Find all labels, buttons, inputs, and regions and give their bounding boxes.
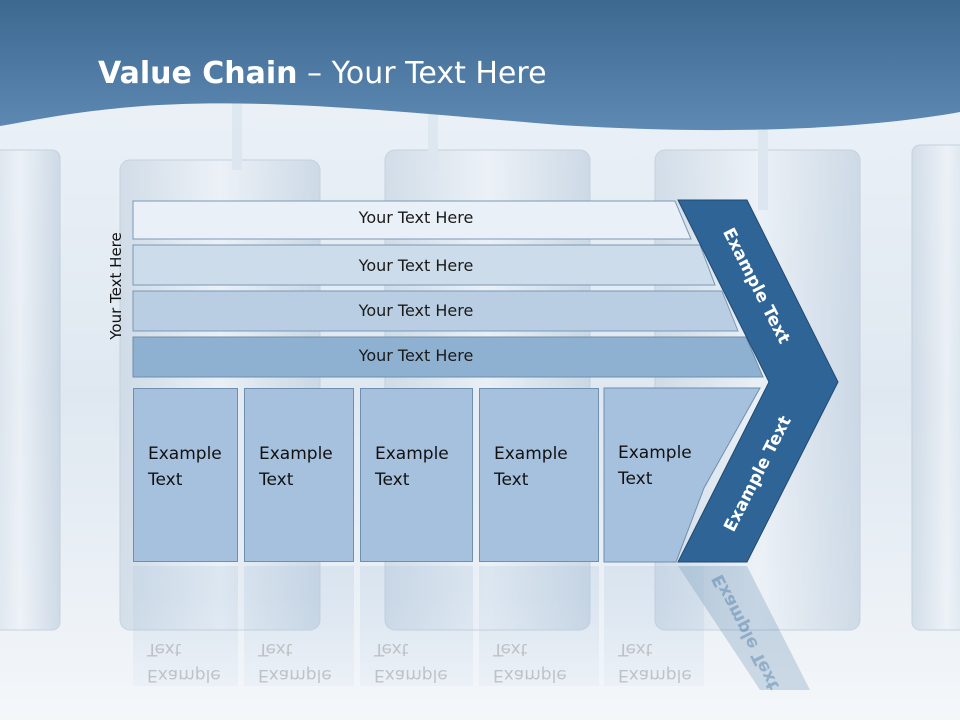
activity-box-label: Example Text — [494, 444, 568, 490]
last-box-shape — [603, 387, 761, 563]
activity-box-3: Example Text — [360, 388, 473, 562]
activity-box-label: Example Text — [148, 444, 222, 490]
activity-box-label: Example Text — [618, 443, 692, 489]
header-band — [0, 0, 960, 131]
box-reflection: Example Text — [133, 566, 238, 686]
activity-box-5: Example Text — [604, 388, 704, 562]
activity-box-4: Example Text — [479, 388, 599, 562]
box-reflection: Example Text — [604, 566, 704, 686]
chevron-reflection — [678, 566, 810, 690]
side-label: Your Text Here — [107, 232, 125, 340]
box-reflection: Example Text — [479, 566, 599, 686]
activity-box-1: Example Text — [133, 388, 238, 562]
box-reflection: Example Text — [360, 566, 473, 686]
bar-shapes — [132, 200, 764, 378]
box-reflection: Example Text — [244, 566, 354, 686]
bar-label-2: Your Text Here — [358, 256, 474, 275]
activity-box-label: Example Text — [375, 444, 449, 490]
bar-label-3: Your Text Here — [358, 301, 474, 320]
activity-box-label: Example Text — [259, 444, 333, 490]
page-title: Value Chain – Your Text Here — [98, 56, 547, 91]
chevron-shape — [677, 199, 839, 563]
bar-label-1: Your Text Here — [358, 208, 474, 227]
bar-label-4: Your Text Here — [358, 346, 474, 365]
activity-box-2: Example Text — [244, 388, 354, 562]
